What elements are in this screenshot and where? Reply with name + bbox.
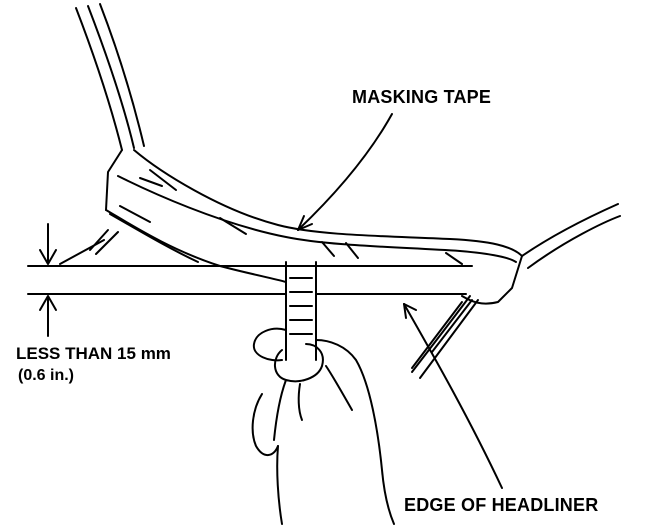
leader-masking-tape: [297, 113, 393, 231]
ruler: [285, 261, 317, 361]
masking-tape-strip: [105, 149, 523, 305]
leader-edge-headliner: [403, 303, 503, 489]
edge-of-headliner-label: EDGE OF HEADLINER: [404, 495, 599, 515]
window-glass: [59, 203, 621, 379]
masking-tape-label: MASKING TAPE: [352, 87, 492, 107]
hand: [251, 327, 395, 525]
pillar-trim: [75, 3, 145, 151]
distance-imperial-label: (0.6 in.): [18, 367, 75, 384]
dimension-arrows: [39, 223, 57, 337]
distance-label: LESS THAN 15 mm: [16, 344, 171, 363]
measurement-guides: [27, 265, 473, 295]
